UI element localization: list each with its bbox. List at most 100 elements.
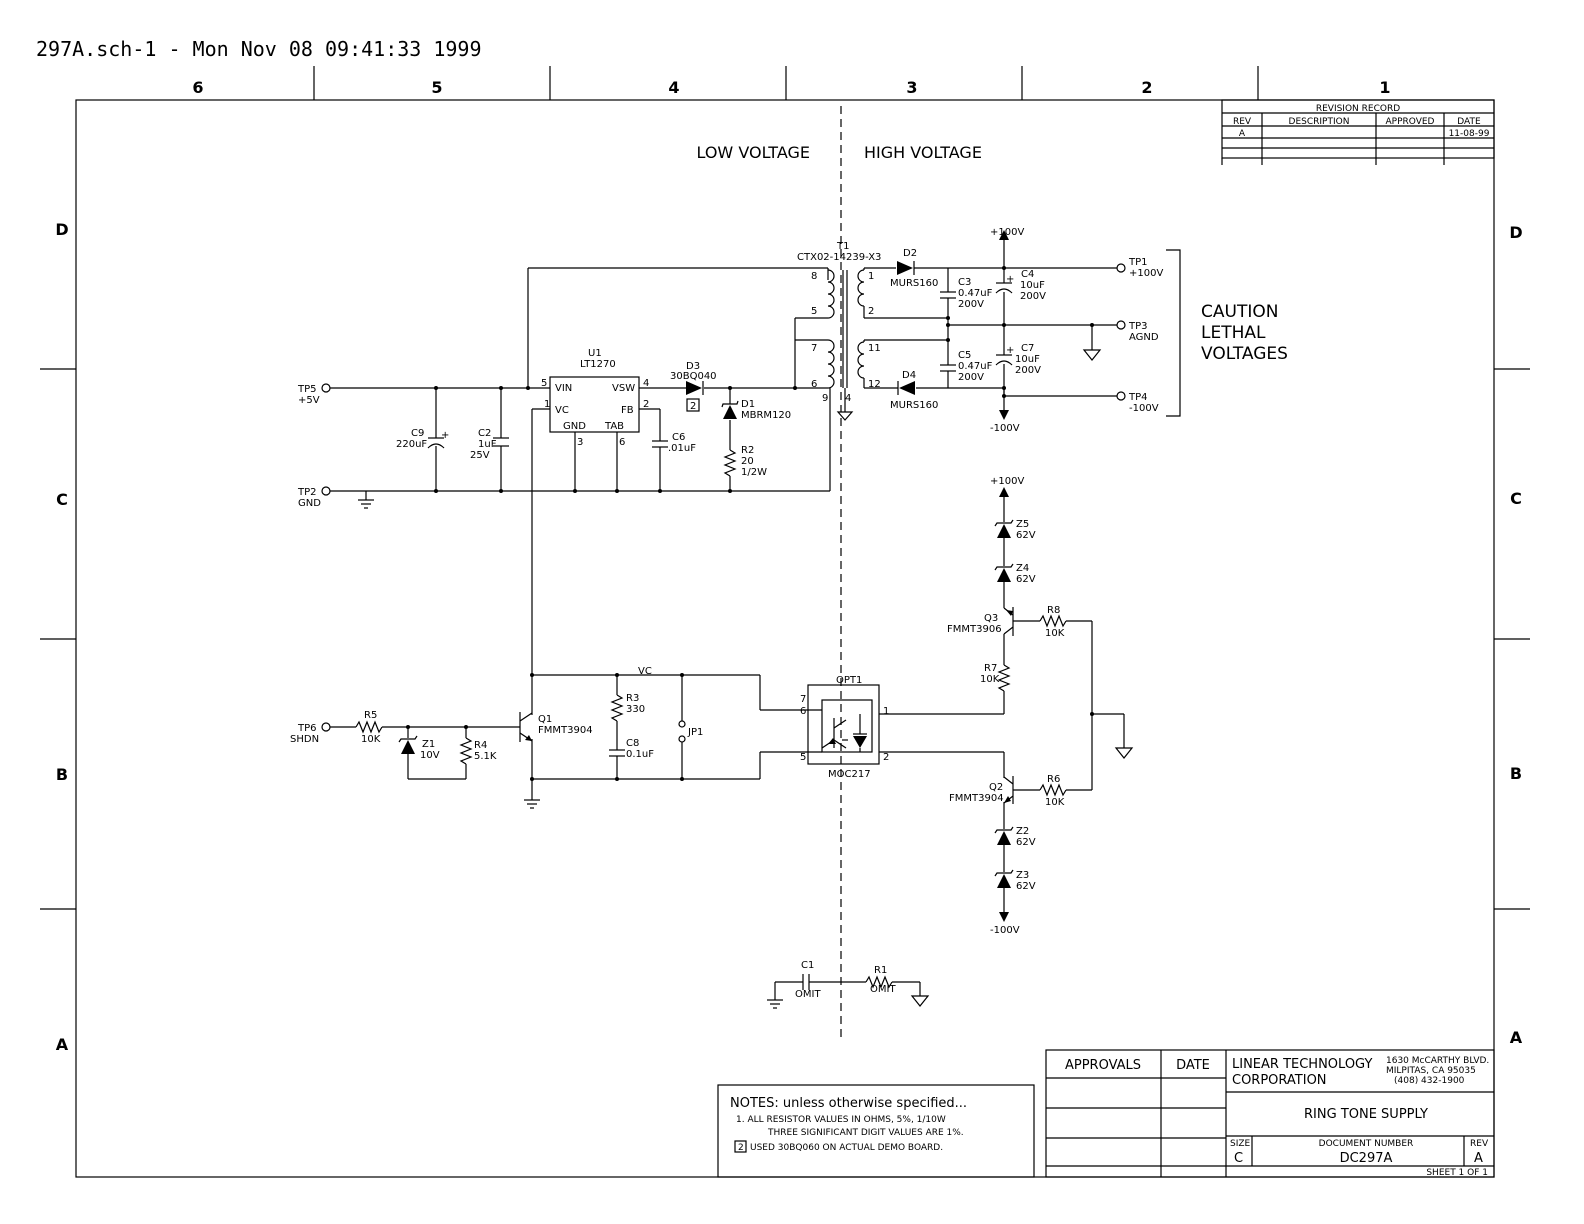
t1-pin-11: 11 bbox=[868, 343, 881, 354]
tp4-terminal[interactable] bbox=[1116, 391, 1126, 401]
q1-ref: Q1 bbox=[538, 714, 552, 725]
r7-ref: R7 bbox=[984, 663, 997, 674]
transformer-t1[interactable] bbox=[827, 268, 865, 421]
u1-pin-num-4: 4 bbox=[643, 378, 649, 389]
zener-z1 bbox=[398, 735, 418, 754]
opt1-pin-7: 7 bbox=[800, 694, 806, 705]
q3-ref: Q3 bbox=[984, 613, 998, 624]
r3-ref: R3 bbox=[626, 693, 639, 704]
low-voltage-wiring bbox=[330, 267, 831, 675]
tp4-label: TP4 bbox=[1128, 392, 1148, 403]
c5-ref: C5 bbox=[958, 350, 971, 361]
r3-value: 330 bbox=[626, 704, 645, 715]
svg-text:+: + bbox=[1006, 274, 1014, 285]
c3-ref: C3 bbox=[958, 277, 971, 288]
tb-sheet: SHEET 1 OF 1 bbox=[1426, 1168, 1488, 1178]
tb-approvals: APPROVALS bbox=[1065, 1058, 1141, 1073]
r2-value: 20 bbox=[741, 456, 754, 467]
d1-ref: D1 bbox=[741, 399, 755, 410]
d3-ref: D3 bbox=[686, 361, 700, 372]
jp1-pin-b[interactable] bbox=[678, 735, 686, 743]
zone-col-1: 1 bbox=[1379, 78, 1390, 97]
notes-box: NOTES: unless otherwise specified... 1. … bbox=[717, 1084, 1035, 1178]
diode-d2 bbox=[897, 261, 915, 275]
capacitor-c6 bbox=[652, 440, 668, 448]
transistor-q2[interactable] bbox=[1003, 776, 1014, 804]
u1-lt1270-ic[interactable] bbox=[549, 376, 640, 433]
caution-label: CAUTION LETHAL VOLTAGES bbox=[1201, 302, 1288, 364]
notes-line-3: USED 30BQ060 ON ACTUAL DEMO BOARD. bbox=[750, 1143, 943, 1153]
t1-pin-2: 2 bbox=[868, 306, 874, 317]
u1-pin-vsw: VSW bbox=[612, 383, 635, 394]
t1-pin-8: 8 bbox=[811, 271, 817, 282]
resistor-r3 bbox=[610, 694, 624, 722]
tp5-terminal[interactable] bbox=[321, 383, 331, 393]
c2-voltage: 25V bbox=[470, 450, 490, 461]
u1-pin-vc: VC bbox=[555, 405, 569, 416]
r8-value: 10K bbox=[1045, 628, 1065, 639]
tp4-net: -100V bbox=[1129, 403, 1159, 414]
tp6-terminal[interactable] bbox=[321, 722, 331, 732]
tp6-net: SHDN bbox=[290, 734, 319, 745]
capacitor-c8 bbox=[609, 749, 625, 757]
jp1-pin-a[interactable] bbox=[678, 720, 686, 728]
title-block: APPROVALS DATE LINEAR TECHNOLOGY CORPORA… bbox=[1045, 1049, 1495, 1178]
q3-part: FMMT3906 bbox=[947, 624, 1002, 635]
tb-doc-label: DOCUMENT NUMBER bbox=[1319, 1139, 1414, 1149]
d2-part: MURS160 bbox=[890, 278, 938, 289]
ground-symbol-q1 bbox=[524, 799, 540, 809]
t1-pin-1: 1 bbox=[868, 271, 874, 282]
c6-value: .01uF bbox=[668, 443, 696, 454]
t1-ref: T1 bbox=[836, 241, 849, 252]
u1-part: LT1270 bbox=[580, 359, 616, 370]
u1-pin-num-3: 3 bbox=[577, 437, 583, 448]
notes-line-2: THREE SIGNIFICANT DIGIT VALUES ARE 1%. bbox=[767, 1128, 964, 1138]
high-voltage-wiring bbox=[864, 240, 1117, 410]
r4-ref: R4 bbox=[474, 740, 487, 751]
transistor-q1[interactable] bbox=[519, 712, 533, 742]
d2-ref: D2 bbox=[903, 248, 917, 259]
c4-ref: C4 bbox=[1021, 269, 1034, 280]
low-voltage-label: LOW VOLTAGE bbox=[696, 143, 810, 162]
c3-voltage: 200V bbox=[958, 299, 984, 310]
capacitor-c5 bbox=[940, 364, 956, 372]
caution-line-1: CAUTION bbox=[1201, 302, 1278, 322]
c5-voltage: 200V bbox=[958, 372, 984, 383]
tp3-terminal[interactable] bbox=[1116, 320, 1126, 330]
r1-ref: R1 bbox=[874, 965, 887, 976]
revision-date-value: 11-08-99 bbox=[1449, 129, 1490, 139]
p100-arrow-ring bbox=[999, 487, 1009, 497]
caution-line-2: LETHAL bbox=[1201, 323, 1266, 343]
c7-ref: C7 bbox=[1021, 343, 1034, 354]
d4-part: MURS160 bbox=[890, 400, 938, 411]
c8-ref: C8 bbox=[626, 738, 639, 749]
zone-row-a-left: A bbox=[56, 1035, 69, 1054]
revision-col-approved: APPROVED bbox=[1386, 117, 1435, 127]
t1-pin-12: 12 bbox=[868, 379, 881, 390]
r1-value: OMIT bbox=[870, 984, 896, 995]
opt1-ref: OPT1 bbox=[836, 675, 862, 686]
tb-size-label: SIZE bbox=[1230, 1139, 1251, 1149]
zone-labels: 6 5 4 3 2 1 D C B A D C B A bbox=[55, 78, 1522, 1054]
tb-address-2: MILPITAS, CA 95035 bbox=[1386, 1066, 1476, 1076]
u1-pin-fb: FB bbox=[621, 405, 634, 416]
resistor-r4 bbox=[459, 737, 473, 765]
z2-value: 62V bbox=[1016, 837, 1036, 848]
tb-company-2: CORPORATION bbox=[1232, 1073, 1327, 1088]
c9-ref: C9 bbox=[411, 428, 424, 439]
tp1-terminal[interactable] bbox=[1116, 263, 1126, 273]
c5-value: 0.47uF bbox=[958, 361, 993, 372]
high-voltage-label: HIGH VOLTAGE bbox=[864, 143, 982, 162]
tp3-net: AGND bbox=[1129, 332, 1159, 343]
transistor-q3[interactable] bbox=[1003, 607, 1014, 636]
m100-arrow-top bbox=[999, 410, 1009, 420]
capacitor-c2 bbox=[493, 437, 509, 447]
optocoupler-opt1[interactable] bbox=[807, 684, 880, 765]
resistor-r2 bbox=[723, 449, 737, 477]
tp2-terminal[interactable] bbox=[321, 486, 331, 496]
c3-value: 0.47uF bbox=[958, 288, 993, 299]
z1-ref: Z1 bbox=[422, 739, 435, 750]
tp1-label: TP1 bbox=[1128, 257, 1148, 268]
zener-z2 bbox=[994, 826, 1014, 845]
